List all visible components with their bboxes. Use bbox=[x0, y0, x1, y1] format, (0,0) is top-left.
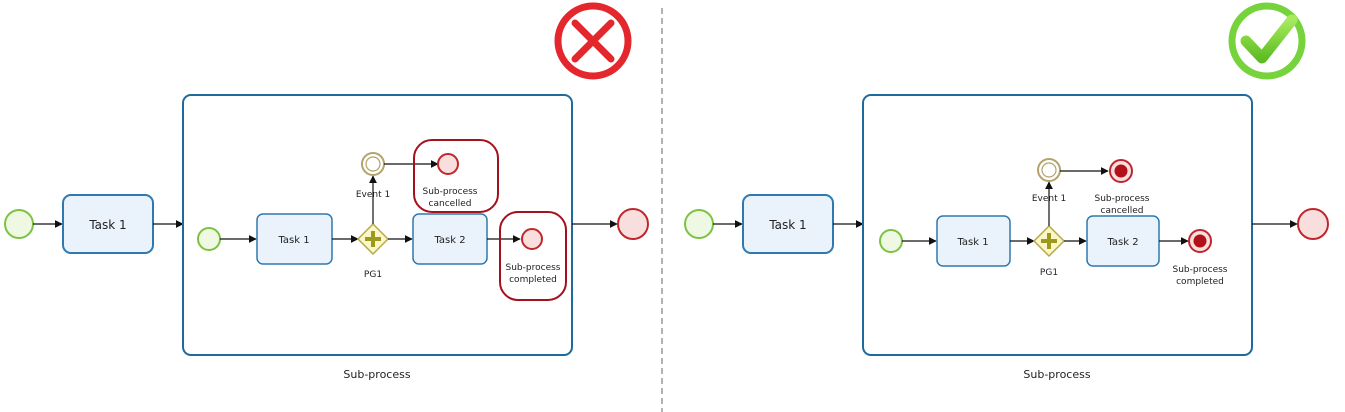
task-2-label: Task 2 bbox=[1106, 237, 1138, 248]
cancelled-highlight bbox=[413, 139, 499, 213]
task-1[interactable]: Task 1 bbox=[62, 194, 154, 254]
outer-start-event[interactable] bbox=[4, 209, 34, 239]
cancelled-label-line2: cancelled bbox=[429, 199, 472, 209]
event-1-label: Event 1 bbox=[356, 190, 390, 200]
task-2-label: Task 2 bbox=[433, 235, 465, 246]
task-1[interactable]: Task 1 bbox=[742, 194, 834, 254]
wrong-x-icon bbox=[554, 2, 632, 80]
task-2[interactable]: Task 2 bbox=[412, 213, 488, 265]
cancelled-terminate-end-event[interactable] bbox=[1109, 159, 1133, 183]
task-2[interactable]: Task 2 bbox=[1086, 215, 1160, 267]
subprocess-label: Sub-process bbox=[1023, 368, 1090, 381]
task-1-label: Task 1 bbox=[768, 218, 806, 232]
inner-task-1[interactable]: Task 1 bbox=[256, 213, 333, 265]
subprocess-container[interactable] bbox=[182, 94, 573, 356]
completed-label-line2: completed bbox=[509, 275, 557, 285]
left-panel: Task 1 Sub-process Task 1 PG1 Event 1 bbox=[4, 2, 649, 381]
event-1-label: Event 1 bbox=[1032, 194, 1066, 204]
outer-start-event[interactable] bbox=[684, 209, 714, 239]
correct-check-icon bbox=[1228, 2, 1306, 80]
completed-label-line1: Sub-process bbox=[1173, 265, 1228, 275]
task-1-label: Task 1 bbox=[88, 218, 126, 232]
completed-label-line1: Sub-process bbox=[506, 263, 561, 273]
completed-highlight bbox=[499, 211, 567, 301]
completed-terminate-end-event[interactable] bbox=[1188, 229, 1212, 253]
subprocess-label: Sub-process bbox=[343, 368, 410, 381]
inner-start-event[interactable] bbox=[879, 229, 903, 253]
parallel-gateway-pg1[interactable] bbox=[356, 222, 390, 256]
parallel-gateway-pg1[interactable] bbox=[1032, 224, 1066, 258]
completed-end-event[interactable] bbox=[521, 228, 543, 250]
outer-end-event[interactable] bbox=[617, 208, 649, 240]
intermediate-event-1[interactable] bbox=[1037, 158, 1061, 182]
gateway-label: PG1 bbox=[364, 270, 382, 280]
inner-task-1-label: Task 1 bbox=[277, 235, 309, 246]
cancelled-label-line1: Sub-process bbox=[423, 187, 478, 197]
inner-start-event[interactable] bbox=[197, 227, 221, 251]
subprocess-container[interactable] bbox=[862, 94, 1253, 356]
inner-task-1[interactable]: Task 1 bbox=[936, 215, 1011, 267]
right-panel: Task 1 Sub-process Task 1 PG1 Event 1 bbox=[684, 2, 1329, 381]
completed-label-line2: completed bbox=[1176, 277, 1224, 287]
inner-task-1-label: Task 1 bbox=[956, 237, 988, 248]
cancelled-end-event[interactable] bbox=[437, 153, 459, 175]
gateway-label: PG1 bbox=[1040, 268, 1058, 278]
cancelled-label-line1: Sub-process bbox=[1095, 194, 1150, 204]
intermediate-event-1[interactable] bbox=[361, 152, 385, 176]
cancelled-label-line2: cancelled bbox=[1101, 206, 1144, 216]
outer-end-event[interactable] bbox=[1297, 208, 1329, 240]
